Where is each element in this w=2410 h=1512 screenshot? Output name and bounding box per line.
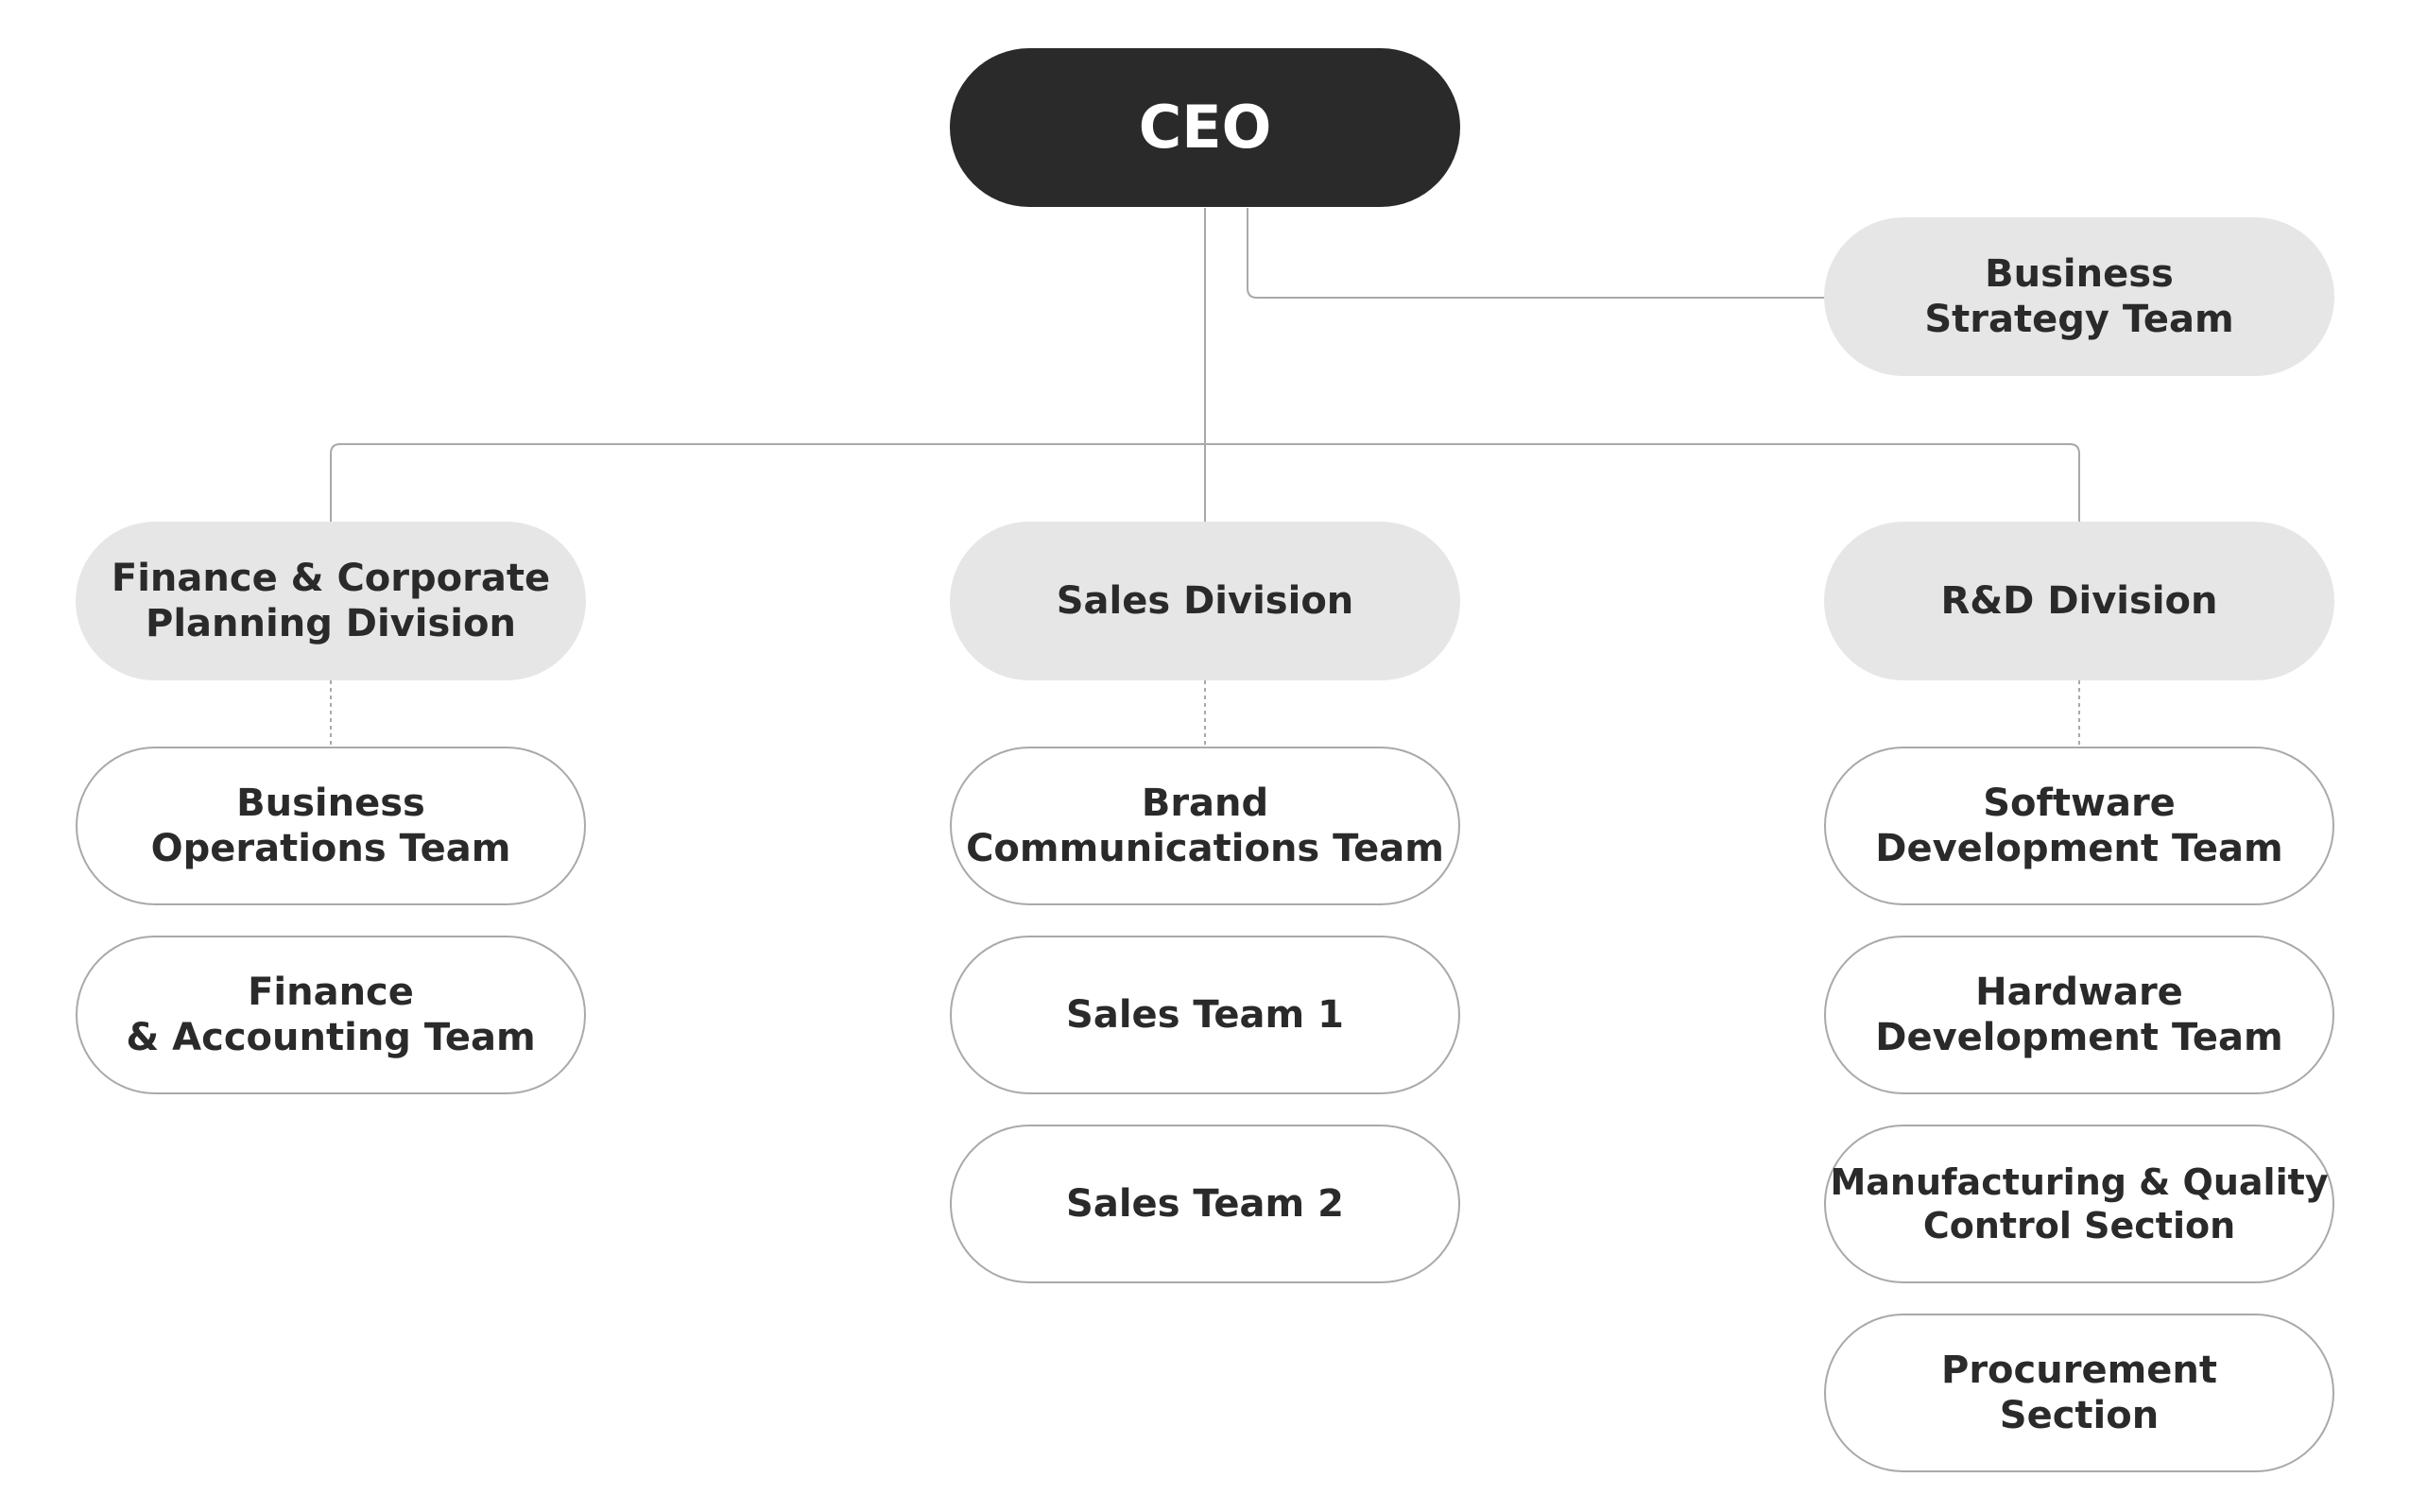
ceo-label: CEO (1138, 93, 1272, 162)
hardware-development-team-label: Hardware Development Team (1875, 971, 2283, 1059)
business-operations-team-label: Business Operations Team (150, 782, 511, 870)
sales-team-1-node: Sales Team 1 (950, 936, 1460, 1094)
procurement-section-node: Procurement Section (1824, 1314, 2334, 1472)
finance-accounting-team-node: Finance & Accounting Team (76, 936, 586, 1094)
software-development-team-label: Software Development Team (1875, 782, 2283, 870)
business-strategy-team-node: Business Strategy Team (1824, 217, 2334, 376)
finance-corporate-planning-division-label: Finance & Corporate Planning Division (111, 557, 551, 645)
business-operations-team-node: Business Operations Team (76, 747, 586, 905)
manufacturing-quality-control-section-node: Manufacturing & Quality Control Section (1824, 1125, 2334, 1283)
ceo-node: CEO (950, 48, 1460, 207)
manufacturing-quality-control-section-label: Manufacturing & Quality Control Section (1830, 1161, 2329, 1246)
sales-team-2-node: Sales Team 2 (950, 1125, 1460, 1283)
finance-accounting-team-label: Finance & Accounting Team (126, 971, 536, 1059)
rnd-division-node: R&D Division (1824, 522, 2334, 680)
finance-corporate-planning-division-node: Finance & Corporate Planning Division (76, 522, 586, 680)
sales-division-node: Sales Division (950, 522, 1460, 680)
sales-team-2-label: Sales Team 2 (1066, 1182, 1344, 1226)
rnd-division-label: R&D Division (1940, 579, 2218, 623)
sales-team-1-label: Sales Team 1 (1066, 993, 1344, 1037)
division-bus-line (330, 443, 2080, 522)
staff-connector-line (1247, 208, 1827, 299)
sales-division-label: Sales Division (1056, 579, 1354, 623)
brand-communications-team-node: Brand Communications Team (950, 747, 1460, 905)
business-strategy-team-label: Business Strategy Team (1924, 252, 2234, 341)
software-development-team-node: Software Development Team (1824, 747, 2334, 905)
procurement-section-label: Procurement Section (1941, 1349, 2217, 1437)
brand-communications-team-label: Brand Communications Team (966, 782, 1444, 870)
hardware-development-team-node: Hardware Development Team (1824, 936, 2334, 1094)
